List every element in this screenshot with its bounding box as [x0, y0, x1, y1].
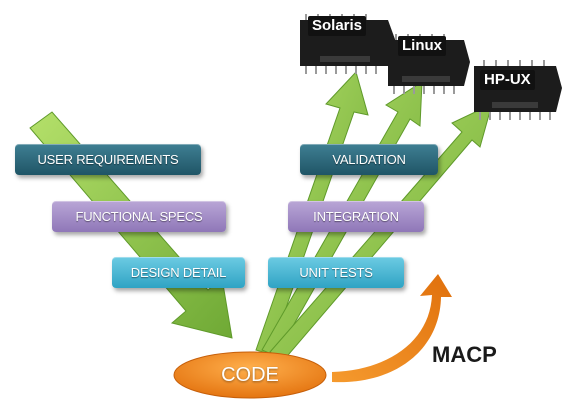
macp-label: MACP	[432, 342, 497, 367]
stage-design-detail: DESIGN DETAIL	[112, 257, 245, 288]
code-label: CODE	[221, 363, 279, 386]
stage-functional-specs: FUNCTIONAL SPECS	[52, 201, 226, 232]
platform-linux-label: Linux	[398, 36, 446, 56]
chip-icon-hpux	[474, 60, 562, 120]
stage-integration: INTEGRATION	[288, 201, 424, 232]
platform-solaris-label: Solaris	[308, 16, 367, 36]
code-node	[173, 351, 327, 399]
platform-hpux-label: HP-UX	[480, 70, 535, 90]
stage-unit-tests: UNIT TESTS	[268, 257, 404, 288]
macp-curved-arrow	[332, 274, 452, 383]
stage-user-requirements: USER REQUIREMENTS	[15, 144, 201, 175]
stage-validation: VALIDATION	[300, 144, 438, 175]
